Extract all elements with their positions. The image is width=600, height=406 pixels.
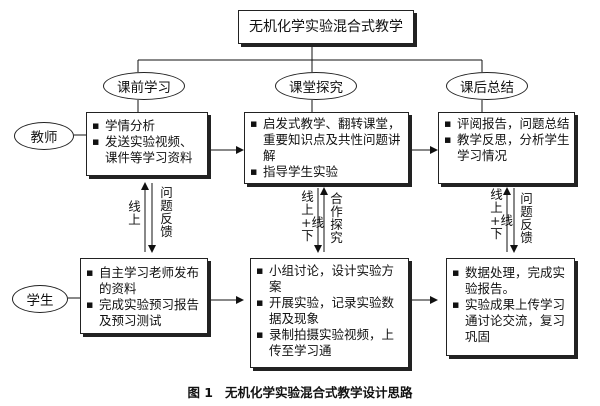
student-box-post-class: 数据处理，完成实验报告。 实验成果上传学习通讨论交流，复习巩固 [446,258,575,356]
right-mode-label: 线上+线下 [490,187,513,241]
teacher-in-item: 启发式教学、翻转课堂，重要知识点及共性问题讲解 [249,116,404,164]
role-student-label: 学生 [26,293,54,309]
student-pre-item: 自主学习老师发布的资料 [85,265,203,297]
teacher-box-pre-class: 学情分析 发送实验视频、课件等学习资料 [86,112,208,176]
student-in-item: 录制拍摄实验视频，上传至学习通 [255,327,404,359]
student-in-item: 开展实验，记录实验数据及现象 [255,295,404,327]
stage-pre-class: 课前学习 [103,72,185,100]
center-mode-label: 线上+线下 [301,189,324,243]
teacher-in-item: 指导学生实验 [249,164,404,180]
student-box-pre-class: 自主学习老师发布的资料 完成实验预习报告及预习测试 [80,258,208,334]
stage-pre-class-label: 课前学习 [117,80,171,96]
role-student: 学生 [12,285,68,313]
student-box-in-class: 小组讨论，设计实验方案 开展实验，记录实验数据及现象 录制拍摄实验视频，上传至学… [250,258,409,368]
title-text: 无机化学实验混合式教学 [249,19,403,35]
stage-in-class-label: 课堂探究 [289,80,343,96]
role-teacher: 教师 [14,122,74,150]
left-mode-label: 线上 [128,199,141,227]
teacher-post-item: 教学反思，分析学生学习情况 [443,132,570,164]
student-in-item: 小组讨论，设计实验方案 [255,263,404,295]
student-post-item: 数据处理，完成实验报告。 [451,265,570,297]
stage-post-class: 课后总结 [446,72,528,100]
student-post-item: 实验成果上传学习通讨论交流，复习巩固 [451,297,570,345]
right-feedback-label: 问题反馈 [520,191,533,245]
teacher-box-in-class: 启发式教学、翻转课堂，重要知识点及共性问题讲解 指导学生实验 [244,112,409,184]
role-teacher-label: 教师 [30,130,58,146]
teacher-post-item: 评阅报告，问题总结 [443,116,570,132]
left-feedback-label: 问题反馈 [160,185,173,239]
figure-caption-text: 无机化学实验混合式教学设计思路 [225,385,413,400]
figure-number: 图 1 [187,385,214,400]
teacher-pre-item: 学情分析 [91,118,203,134]
student-pre-item: 完成实验预习报告及预习测试 [85,297,203,329]
figure-caption: 图 1 无机化学实验混合式教学设计思路 [0,382,600,401]
teacher-box-post-class: 评阅报告，问题总结 教学反思，分析学生学习情况 [438,112,575,184]
center-activity-label: 合作探究 [330,191,343,245]
teacher-pre-item: 发送实验视频、课件等学习资料 [91,134,203,166]
stage-in-class: 课堂探究 [275,72,357,100]
stage-post-class-label: 课后总结 [460,80,514,96]
title-box: 无机化学实验混合式教学 [238,10,414,44]
